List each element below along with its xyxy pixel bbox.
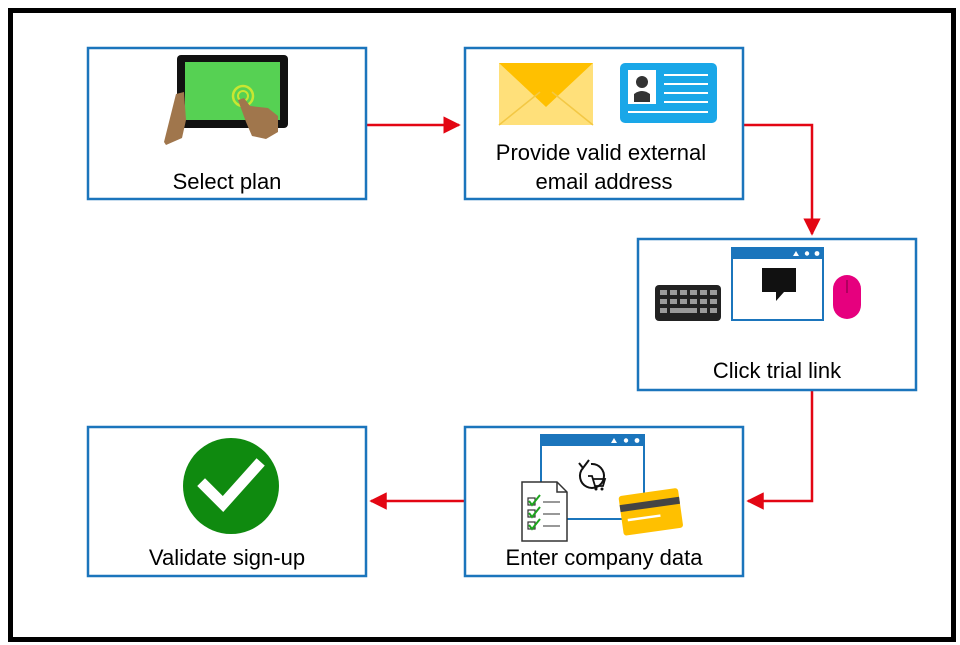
arrow-trial-to-company: [746, 390, 814, 510]
arrow-email-to-trial: [744, 123, 821, 236]
step-validate-signup: Validate sign-up: [86, 425, 368, 578]
label-line: email address: [536, 169, 673, 194]
keyboard-icon: [655, 285, 721, 321]
checklist-document-icon: [521, 481, 568, 542]
label-line: Enter company data: [506, 545, 704, 570]
mouse-icon: [833, 275, 861, 319]
envelope-icon: [498, 63, 594, 126]
step-label: Click trial link: [713, 358, 842, 383]
step-label: Validate sign-up: [149, 545, 305, 570]
label-line: Validate sign-up: [149, 545, 305, 570]
credit-card-icon: [618, 488, 683, 536]
browser-message-icon: [731, 247, 824, 321]
label-line: Provide valid external: [496, 140, 706, 165]
checkmark-circle-icon: [183, 438, 279, 534]
step-click-trial-link: Click trial link: [636, 237, 918, 392]
step-label: Provide valid external email address: [496, 140, 712, 194]
step-select-plan: Select plan: [86, 46, 368, 201]
label-line: Select plan: [173, 169, 282, 194]
step-enter-company-data: Enter company data: [463, 425, 745, 578]
tablet-tap-icon: [164, 55, 288, 145]
contact-card-icon: [620, 63, 717, 123]
step-label: Enter company data: [506, 545, 704, 570]
step-label: Select plan: [173, 169, 282, 194]
label-line: Click trial link: [713, 358, 842, 383]
step-provide-email: Provide valid external email address: [463, 46, 745, 201]
